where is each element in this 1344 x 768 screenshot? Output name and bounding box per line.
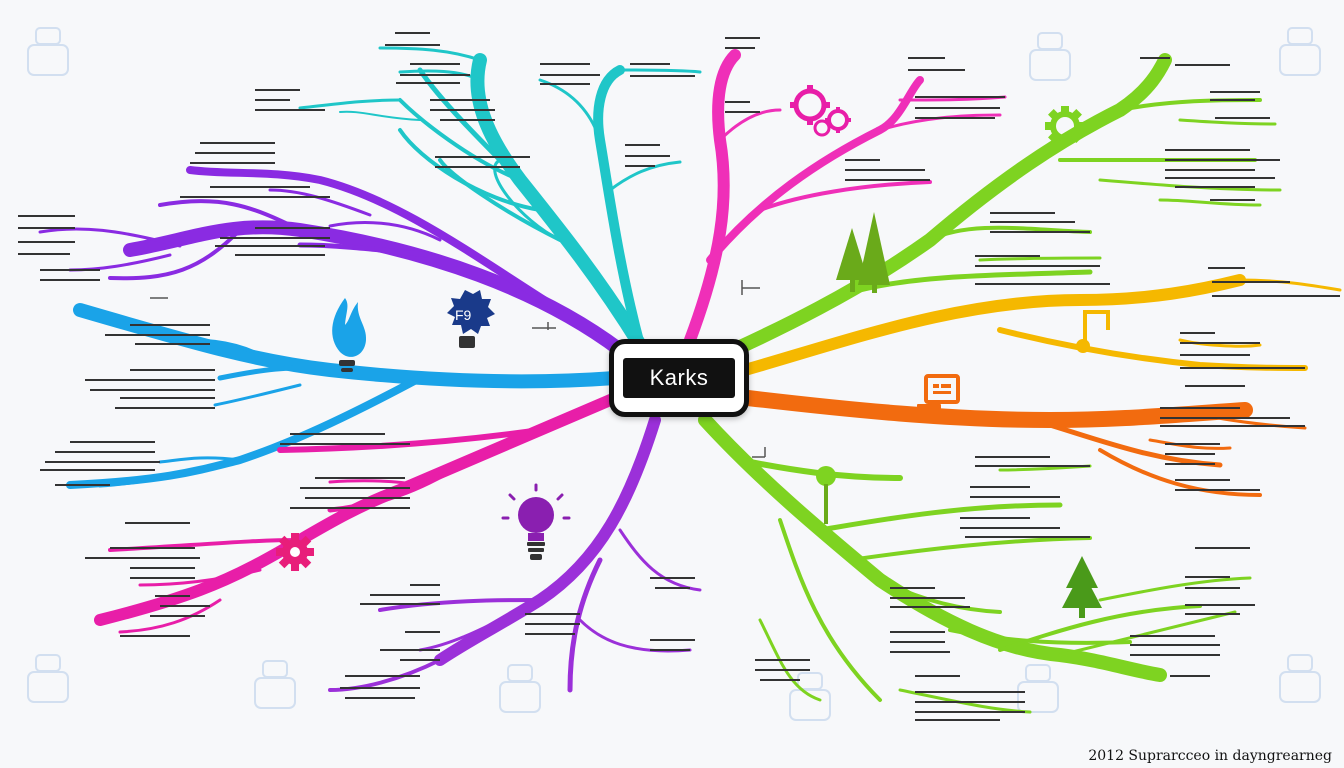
lightbulb-label: F9	[455, 307, 472, 323]
watermark-icon	[254, 660, 296, 709]
lightbulb-icon	[501, 483, 571, 560]
monitor-icon	[917, 374, 960, 410]
footer-caption: 2012 Suprarcceo in dayngrearneg	[1088, 748, 1332, 764]
central-node-label: Karks	[623, 358, 735, 398]
watermark-icon	[27, 654, 69, 703]
watermark-icon	[1029, 32, 1071, 81]
central-node[interactable]: Karks	[609, 339, 749, 417]
connector-ticks	[150, 280, 766, 458]
branch-blue	[66, 303, 622, 489]
lightbulb-icon: F9	[447, 290, 495, 348]
music-note-icon	[1076, 310, 1110, 353]
signpost-icon	[816, 466, 836, 524]
watermark-icon	[27, 27, 69, 76]
flame-icon	[332, 298, 367, 372]
label-scribbles	[18, 32, 1340, 721]
branch-violet	[328, 414, 702, 693]
watermark-icon	[1279, 654, 1321, 703]
gear-icon	[1045, 106, 1085, 146]
watermark-icon	[1017, 664, 1059, 713]
pine-tree-icon	[1062, 556, 1102, 618]
branch-green-lower	[698, 413, 1252, 714]
gear-icon	[276, 533, 314, 571]
gears-icon	[790, 85, 851, 137]
watermark-icon	[1279, 27, 1321, 76]
pine-trees-icon	[836, 212, 890, 293]
watermark-icon	[499, 664, 541, 713]
